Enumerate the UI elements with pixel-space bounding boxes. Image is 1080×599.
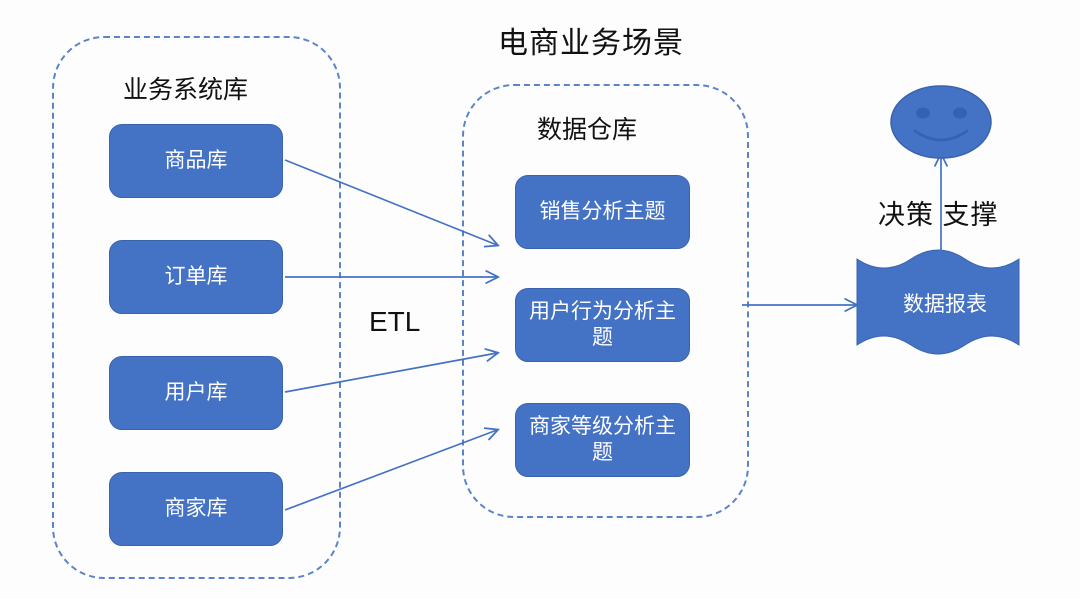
source-db-user[interactable]: 用户库 — [109, 356, 283, 430]
smiley-eye-left — [916, 107, 930, 119]
data-report-label: 数据报表 — [903, 293, 987, 316]
data-warehouse-group — [462, 84, 749, 518]
smiley-eye-right — [953, 107, 967, 119]
source-db-product[interactable]: 商品库 — [109, 124, 283, 198]
source-db-merchant[interactable]: 商家库 — [109, 472, 283, 546]
source-db-order[interactable]: 订单库 — [109, 240, 283, 314]
etl-label: ETL — [369, 306, 421, 337]
topic-user-behavior-analysis[interactable]: 用户行为分析主题 — [515, 288, 690, 362]
smiley-mouth — [913, 129, 969, 142]
topic-sales-analysis[interactable]: 销售分析主题 — [515, 175, 690, 249]
smiley-face-icon — [890, 85, 992, 159]
data-warehouse-group-title: 数据仓库 — [537, 116, 638, 144]
smiley-face-head — [890, 85, 992, 159]
business-systems-group-title: 业务系统库 — [123, 76, 249, 104]
business-systems-group — [52, 36, 341, 579]
topic-merchant-level-analysis[interactable]: 商家等级分析主题 — [515, 403, 690, 477]
page-title: 电商业务场景 — [498, 27, 684, 60]
decision-support-label: 决策 支撑 — [878, 200, 999, 230]
